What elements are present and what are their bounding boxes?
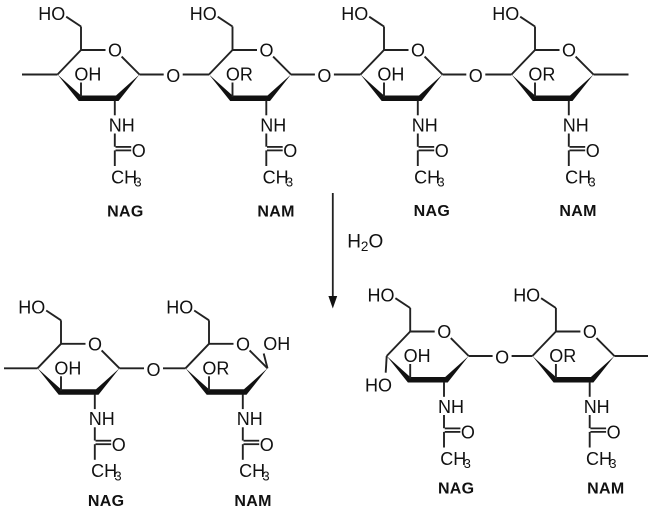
svg-text:CH: CH <box>414 167 440 187</box>
svg-text:OR: OR <box>549 346 576 366</box>
svg-text:NH: NH <box>260 115 286 135</box>
svg-text:CH: CH <box>565 167 591 187</box>
svg-text:OH: OH <box>74 65 101 85</box>
svg-text:OH: OH <box>54 359 81 379</box>
svg-text:O: O <box>562 41 576 61</box>
svg-text:O: O <box>260 435 274 455</box>
svg-text:CH: CH <box>91 461 117 481</box>
svg-text:3: 3 <box>134 175 141 190</box>
svg-text:H2O: H2O <box>347 232 383 254</box>
svg-text:OH: OH <box>377 65 404 85</box>
svg-text:HO: HO <box>368 285 395 305</box>
svg-text:HO: HO <box>18 298 45 318</box>
svg-text:OH: OH <box>404 346 431 366</box>
svg-text:OH: OH <box>263 334 290 354</box>
svg-text:3: 3 <box>464 456 471 471</box>
svg-text:O: O <box>583 322 597 342</box>
svg-text:NAM: NAM <box>559 203 596 220</box>
svg-text:O: O <box>112 435 126 455</box>
svg-text:NAG: NAG <box>107 204 143 221</box>
svg-text:O: O <box>435 141 449 161</box>
svg-text:HO: HO <box>38 4 65 24</box>
svg-text:OR: OR <box>226 65 253 85</box>
svg-text:NH: NH <box>109 115 135 135</box>
svg-text:NAG: NAG <box>414 203 450 220</box>
svg-text:HO: HO <box>166 298 193 318</box>
svg-text:O: O <box>317 66 331 86</box>
svg-text:HO: HO <box>492 4 519 24</box>
svg-text:HO: HO <box>341 4 368 24</box>
svg-text:3: 3 <box>588 175 595 190</box>
svg-text:O: O <box>259 41 273 61</box>
svg-text:3: 3 <box>286 175 293 190</box>
svg-text:O: O <box>236 335 250 355</box>
svg-text:O: O <box>108 41 122 61</box>
svg-text:NH: NH <box>89 409 115 429</box>
svg-text:NH: NH <box>412 115 438 135</box>
svg-text:NAG: NAG <box>438 480 474 497</box>
svg-text:O: O <box>132 141 146 161</box>
svg-text:NAM: NAM <box>257 204 294 221</box>
svg-text:HO: HO <box>190 4 217 24</box>
svg-text:O: O <box>495 348 509 368</box>
svg-text:O: O <box>469 66 483 86</box>
svg-text:NH: NH <box>237 409 263 429</box>
svg-text:O: O <box>166 66 180 86</box>
svg-text:CH: CH <box>239 461 265 481</box>
svg-text:O: O <box>461 423 475 443</box>
svg-text:OR: OR <box>528 65 555 85</box>
svg-text:O: O <box>586 141 600 161</box>
svg-text:NAM: NAM <box>587 480 624 497</box>
svg-text:3: 3 <box>609 456 616 471</box>
svg-text:CH: CH <box>586 449 612 469</box>
svg-text:3: 3 <box>114 469 121 484</box>
svg-text:OR: OR <box>202 359 229 379</box>
svg-text:HO: HO <box>365 376 392 396</box>
svg-text:HO: HO <box>513 285 540 305</box>
svg-text:NAM: NAM <box>234 493 271 510</box>
svg-text:NH: NH <box>438 397 464 417</box>
svg-text:O: O <box>88 335 102 355</box>
svg-text:O: O <box>607 423 621 443</box>
svg-text:NH: NH <box>563 115 589 135</box>
svg-text:CH: CH <box>440 449 466 469</box>
svg-text:NAG: NAG <box>88 493 124 510</box>
svg-text:3: 3 <box>262 469 269 484</box>
svg-text:NH: NH <box>584 397 610 417</box>
svg-text:3: 3 <box>437 175 444 190</box>
svg-text:O: O <box>283 141 297 161</box>
svg-text:O: O <box>411 41 425 61</box>
svg-text:O: O <box>146 360 160 380</box>
svg-text:CH: CH <box>111 167 137 187</box>
svg-text:CH: CH <box>263 167 289 187</box>
svg-text:O: O <box>437 322 451 342</box>
